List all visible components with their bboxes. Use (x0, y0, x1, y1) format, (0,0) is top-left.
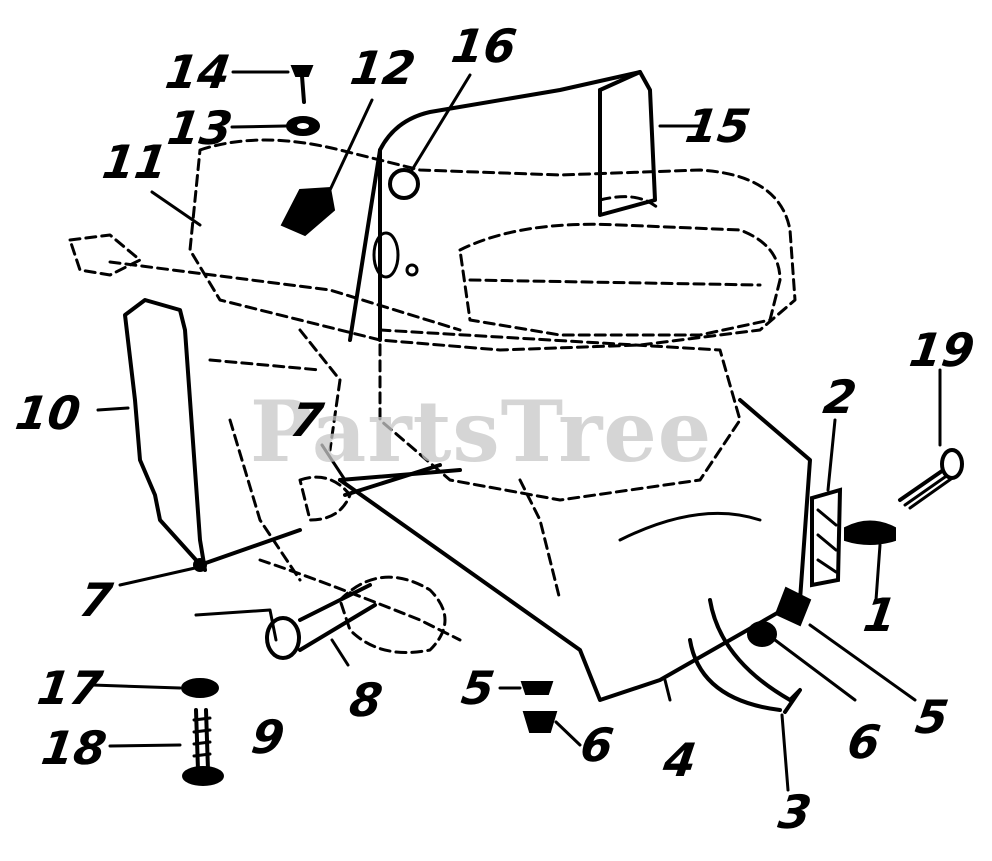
callout-3: 3 (775, 785, 815, 839)
callout-8: 8 (346, 673, 386, 727)
callout-6-right: 6 (844, 715, 884, 769)
callout-13: 13 (164, 101, 236, 155)
callout-19: 19 (906, 323, 978, 377)
muffler-guard (338, 398, 812, 702)
side-bracket (123, 298, 207, 572)
callout-18: 18 (38, 721, 110, 775)
center-nut-and-wingnut (520, 681, 558, 733)
callout-5: 5 (458, 661, 498, 715)
callout-11: 11 (99, 135, 171, 189)
callout-2: 2 (820, 370, 860, 424)
callout-5-right: 5 (912, 690, 952, 744)
callout-14: 14 (162, 45, 234, 99)
engine-outline (68, 138, 797, 654)
callout-6: 6 (577, 718, 617, 772)
callout-4: 4 (660, 733, 700, 787)
watermark: PartsTree (250, 382, 713, 481)
callout-1: 1 (860, 588, 900, 642)
callout-15: 15 (682, 99, 754, 153)
leader-lines (90, 70, 942, 792)
air-cleaner-housing (348, 70, 657, 342)
callout-12: 12 (347, 41, 419, 95)
callout-7-lower: 7 (76, 573, 116, 627)
callout-17: 17 (34, 661, 106, 715)
callout-7-upper: 7 (287, 393, 327, 447)
callout-10: 10 (12, 386, 84, 440)
studs (193, 463, 442, 572)
callout-9: 9 (248, 710, 288, 764)
bottom-bolt (181, 678, 224, 786)
callout-16: 16 (448, 19, 520, 73)
right-hardware (688, 448, 964, 714)
top-hardware (280, 65, 420, 237)
long-bolt (265, 583, 377, 660)
